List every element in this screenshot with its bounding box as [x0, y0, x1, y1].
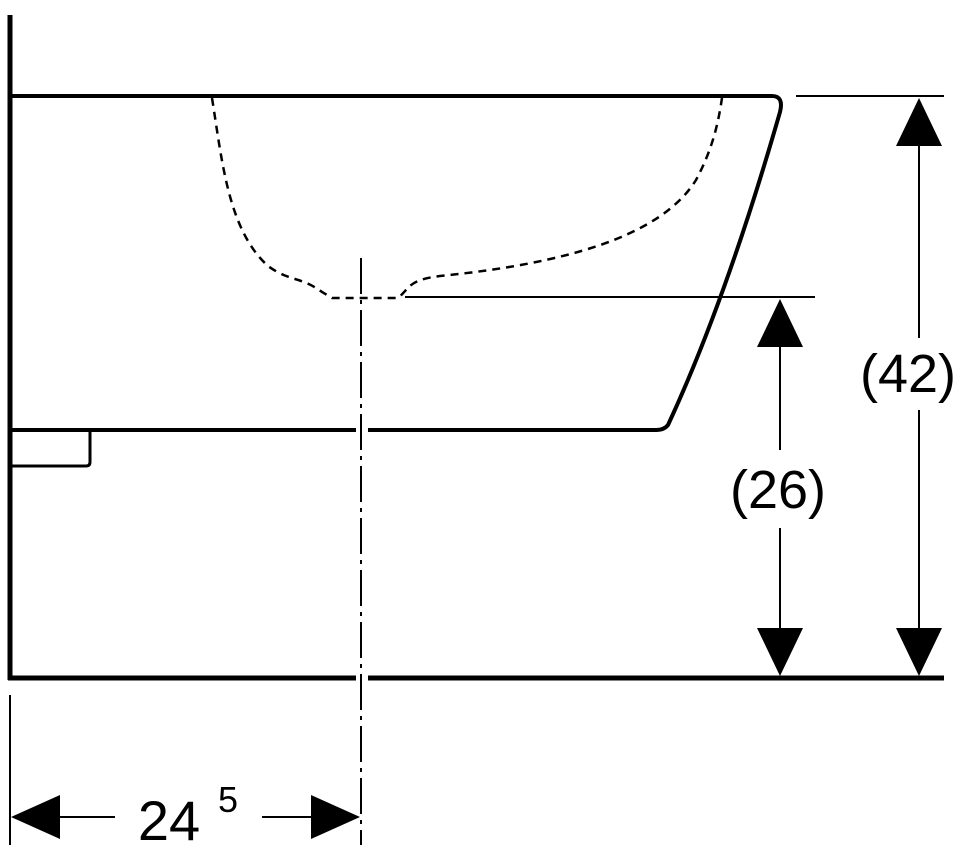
overall-height-arrow-top — [896, 98, 942, 146]
bowl-height-label: (26) — [730, 460, 826, 520]
distance-arrow-left — [11, 795, 60, 839]
bowl-height-arrow-top — [757, 299, 803, 347]
mounting-bracket — [12, 428, 92, 468]
distance-label-superscript: 5 — [218, 779, 238, 820]
bowl-height-arrow-bottom — [757, 628, 803, 676]
overall-height-label-bg — [850, 338, 968, 410]
bowl-dashed-curve — [210, 97, 724, 300]
distance-label: 24 — [138, 789, 200, 848]
bidet-outline — [10, 94, 783, 432]
overall-height-label: (42) — [860, 344, 956, 404]
overall-height-arrow-bottom — [896, 628, 942, 676]
bowl-height-label-bg — [716, 450, 840, 528]
distance-arrow-right — [311, 795, 360, 839]
